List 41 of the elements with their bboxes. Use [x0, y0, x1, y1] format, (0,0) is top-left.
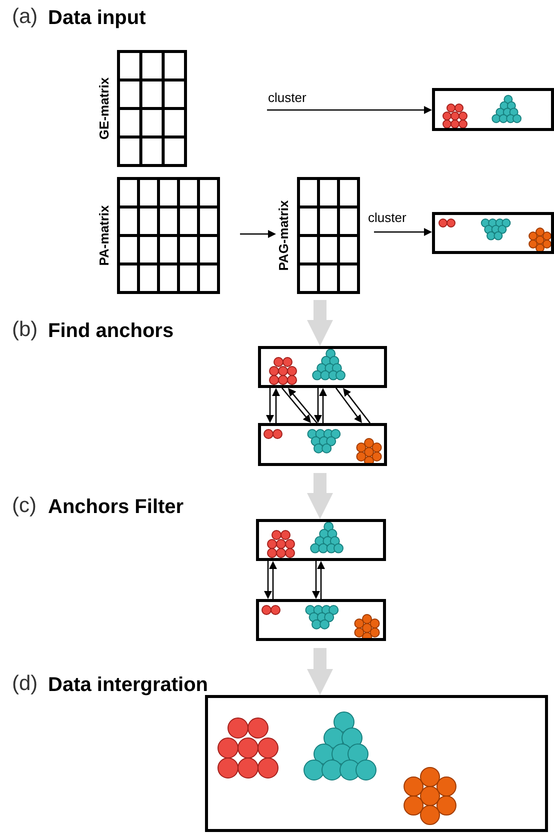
flow-arrow	[307, 473, 333, 519]
flow-arrow	[307, 648, 333, 695]
cluster-panel	[432, 88, 554, 131]
arrow	[240, 230, 276, 238]
matrix-node	[96, 177, 220, 294]
edge-label: cluster	[368, 211, 406, 225]
panel-label: (a)	[12, 5, 38, 29]
panel-label: (b)	[12, 318, 38, 342]
cluster-panel	[432, 212, 554, 254]
matrix-label: PAG-matrix	[275, 200, 290, 271]
panel-label: (c)	[12, 494, 36, 518]
section-title: Anchors Filter	[48, 496, 184, 519]
matrix-label: PA-matrix	[96, 205, 112, 266]
arrow	[317, 561, 325, 599]
arrow	[267, 106, 432, 114]
cluster-panel	[256, 599, 386, 641]
edge-label: cluster	[268, 91, 306, 105]
arrow	[269, 561, 277, 599]
arrow	[272, 388, 280, 423]
arrow	[282, 388, 311, 423]
section-title: Data intergration	[48, 674, 208, 697]
arrow	[264, 561, 272, 599]
panel-label: (d)	[12, 672, 38, 696]
section-title: Find anchors	[48, 320, 174, 343]
arrow	[288, 388, 318, 424]
arrow	[343, 388, 371, 424]
arrow	[266, 388, 274, 423]
flow-arrow	[307, 300, 333, 346]
arrow	[312, 561, 320, 599]
arrow	[319, 388, 327, 423]
cluster-panel	[258, 423, 387, 466]
matrix-node	[96, 50, 187, 167]
matrix-node	[276, 177, 360, 294]
arrow	[335, 388, 362, 423]
cluster-panel	[205, 695, 548, 832]
matrix-label: GE-matrix	[96, 77, 112, 140]
cluster-panel	[256, 519, 386, 561]
section-title: Data input	[48, 7, 146, 30]
cluster-panel	[258, 346, 387, 388]
arrow	[374, 228, 432, 236]
arrow	[314, 388, 322, 423]
